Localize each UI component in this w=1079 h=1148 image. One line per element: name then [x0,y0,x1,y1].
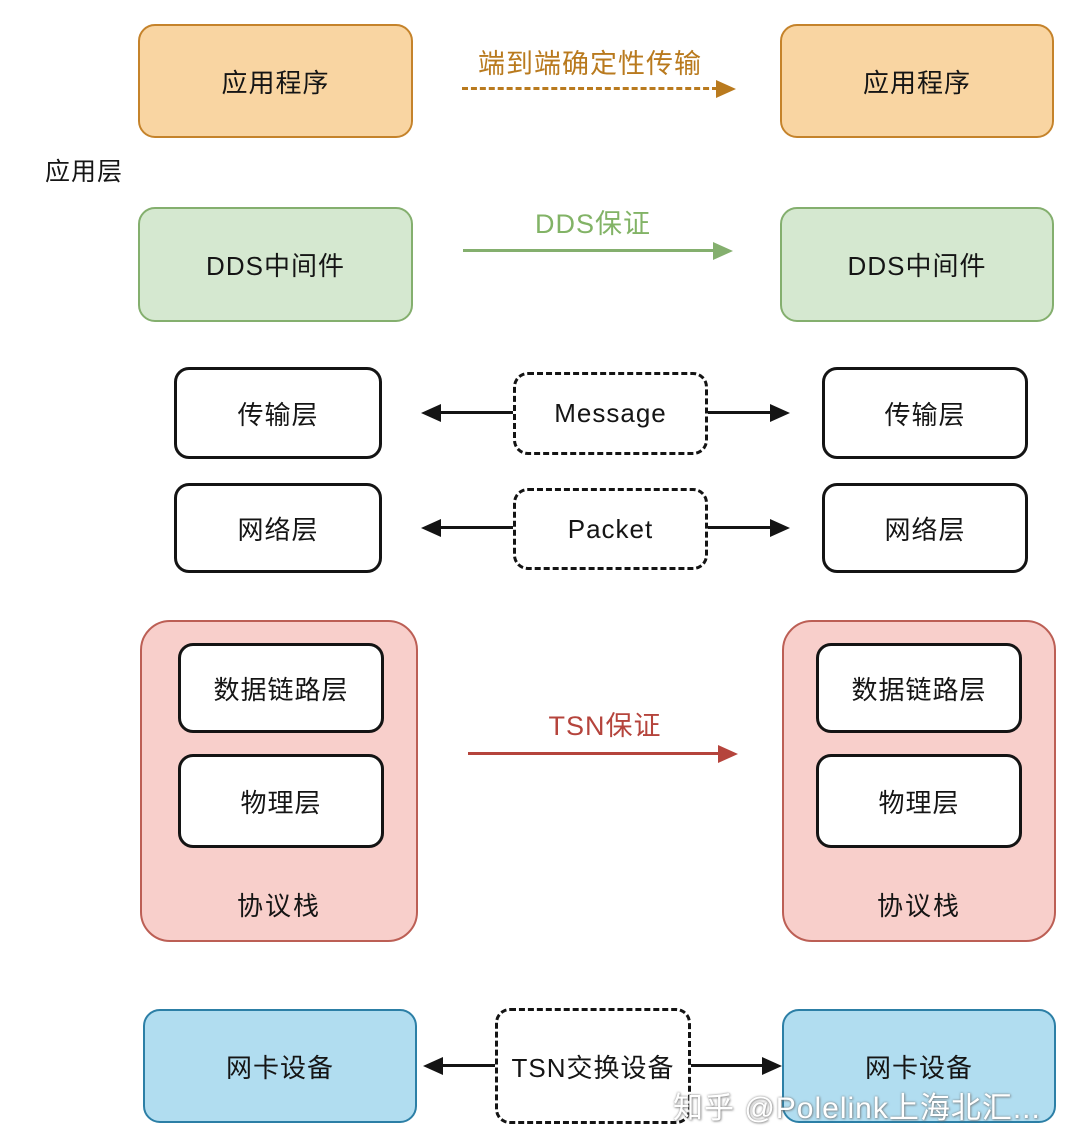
nic-right-arrowhead-icon [762,1057,782,1075]
tsn-switch-box: TSN交换设备 [495,1008,691,1124]
nic-box-right: 网卡设备 [782,1009,1056,1123]
nic-box-right-label: 网卡设备 [864,1052,973,1083]
transport-box-right-label: 传输层 [884,399,966,430]
message-left-arrowhead-icon [421,404,441,422]
e2e-arrow-label: 端到端确定性传输 [478,49,702,79]
dds-arrow-line [463,249,715,252]
tsn-arrow-label: TSN保证 [548,711,662,741]
packet-left-arrowhead-icon [421,519,441,537]
packet-right-arrow-line [708,526,772,529]
nic-right-arrow-line [691,1064,764,1067]
packet-left-arrow-line [438,526,513,529]
physical-box-left: 物理层 [178,754,384,848]
datalink-box-right-label: 数据链路层 [851,674,987,705]
packet-box-label: Packet [567,513,654,544]
physical-box-left-label: 物理层 [240,787,322,818]
watermark: 知乎 @Polelink上海北汇... [673,1092,1041,1125]
nic-box-left: 网卡设备 [143,1009,417,1123]
tsn-arrow-line [468,752,720,755]
nic-left-arrowhead-icon [423,1057,443,1075]
dds-box-right: DDS中间件 [780,207,1054,322]
transport-box-left-label: 传输层 [237,399,319,430]
packet-right-arrowhead-icon [770,519,790,537]
network-box-left: 网络层 [174,483,382,573]
dds-box-left-label: DDS中间件 [206,251,345,281]
message-right-arrowhead-icon [770,404,790,422]
e2e-arrow-line [462,87,718,90]
transport-box-left: 传输层 [174,367,382,459]
datalink-box-left-label: 数据链路层 [213,674,349,705]
app-box-left: 应用程序 [138,24,413,138]
dds-arrow-label: DDS保证 [534,209,651,239]
physical-box-right-label: 物理层 [878,787,960,818]
message-left-arrow-line [438,411,513,414]
network-box-left-label: 网络层 [237,514,319,545]
app-box-right: 应用程序 [780,24,1054,138]
e2e-arrowhead-icon [716,80,736,98]
app-box-left-label: 应用程序 [221,67,330,98]
stack-title-left: 协议栈 [236,891,321,921]
physical-box-right: 物理层 [816,754,1022,848]
app-layer-label: 应用层 [45,158,124,186]
dds-box-left: DDS中间件 [138,207,413,322]
message-box-label: Message [554,398,667,428]
dds-arrowhead-icon [713,242,733,260]
network-box-right: 网络层 [822,483,1028,573]
datalink-box-right: 数据链路层 [816,643,1022,733]
stack-title-right: 协议栈 [876,891,961,921]
app-box-right-label: 应用程序 [862,67,971,98]
tsn-switch-box-label: TSN交换设备 [511,1052,675,1083]
dds-box-right-label: DDS中间件 [847,251,987,281]
datalink-box-left: 数据链路层 [178,643,384,733]
message-box: Message [513,372,708,455]
nic-box-left-label: 网卡设备 [225,1052,334,1083]
nic-left-arrow-line [440,1064,495,1067]
message-right-arrow-line [708,411,772,414]
transport-box-right: 传输层 [822,367,1028,459]
tsn-arrowhead-icon [718,745,738,763]
packet-box: Packet [513,488,708,570]
network-box-right-label: 网络层 [884,514,966,545]
